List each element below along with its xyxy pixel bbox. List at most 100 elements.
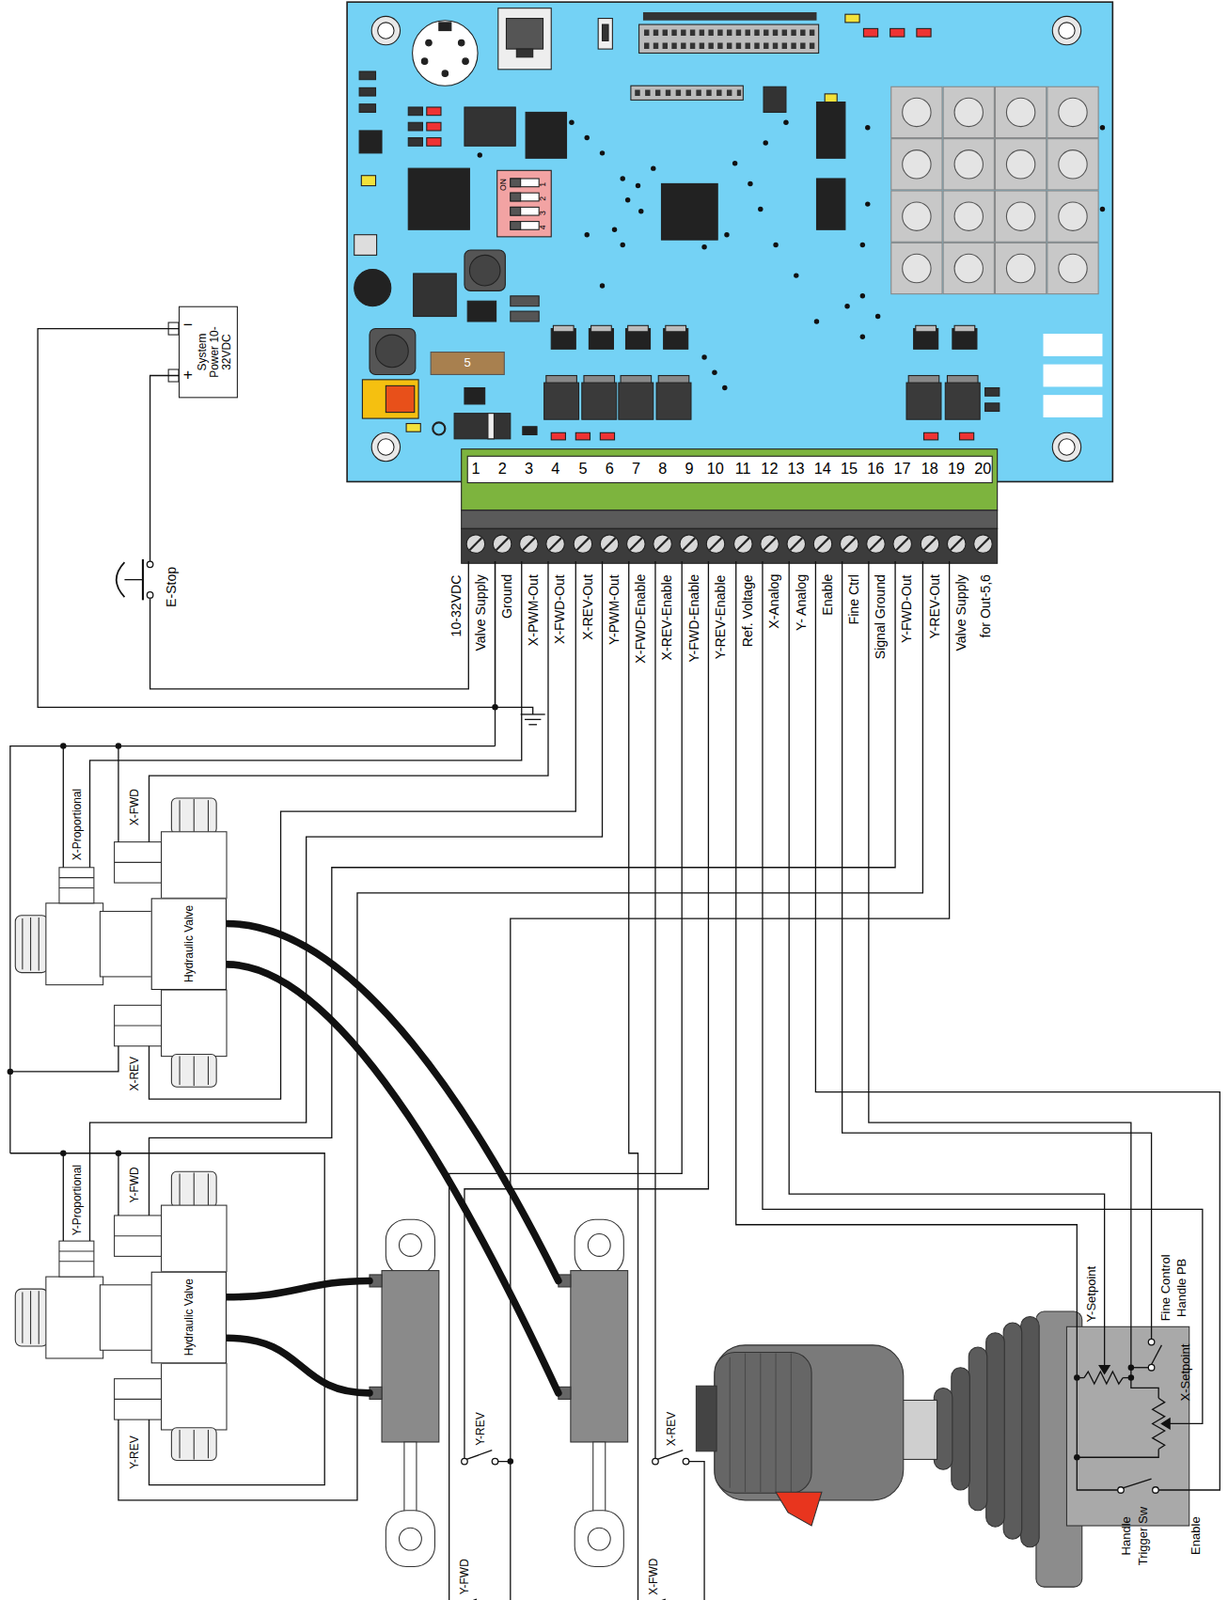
wires-part	[629, 561, 639, 1600]
circuit-board-part	[432, 422, 445, 435]
screw-slots-part	[682, 537, 695, 551]
terminal-screws-part	[573, 535, 593, 554]
joystick	[695, 1311, 1189, 1588]
terminal-screws-part	[734, 535, 754, 554]
circuit-board-part	[906, 382, 942, 420]
hydraulic-valve-body: Hydraulic Valve	[151, 1272, 227, 1365]
potentiometer-knobs-part	[1058, 97, 1087, 126]
circuit-board-part	[630, 85, 743, 100]
pin-label: X-FWD-Out	[552, 574, 568, 645]
switch-symbols-part	[1161, 1418, 1170, 1430]
hydraulic-hoses-part	[226, 964, 559, 1394]
terminal-strip-part	[467, 456, 992, 483]
screw-slots-part	[843, 537, 856, 551]
valve-assembly-part	[207, 1173, 209, 1206]
pin-label: Enable	[820, 574, 836, 616]
potentiometer-knobs-part	[954, 202, 983, 231]
board-vias-part	[599, 150, 605, 156]
valve-assembly-part	[59, 867, 95, 904]
terminal-number: 5	[579, 460, 588, 478]
potentiometer-grid-part	[1047, 86, 1099, 138]
potentiometer-knobs-part	[1006, 202, 1035, 231]
part-label: Handle PB	[1175, 1259, 1189, 1318]
wires-part	[449, 561, 683, 1600]
screw-slots-part	[976, 537, 990, 551]
circuit-board-part	[510, 192, 521, 202]
switch-symbols-part-part	[491, 1458, 499, 1465]
wires-part	[62, 746, 64, 868]
terminal-block: 1234567891011121314151617181920	[461, 449, 998, 562]
node-text: +	[183, 365, 193, 384]
joystick-part	[968, 1347, 988, 1512]
valve-assembly-part	[207, 1430, 209, 1459]
screw-slots-part	[549, 537, 562, 551]
board-vias-part	[1100, 125, 1105, 130]
circuit-board-part	[426, 138, 441, 147]
circuit-board-part	[488, 413, 495, 440]
hydraulic-cylinder-part	[398, 1234, 422, 1258]
circuit-board-part	[454, 413, 511, 440]
valve-assembly-part	[21, 918, 23, 970]
circuit-board-part	[359, 71, 376, 80]
hydraulic-hoses-part	[226, 1280, 370, 1297]
pin-label: Valve Supply	[954, 574, 970, 651]
board-vias-part	[860, 293, 866, 299]
terminal-number: 6	[605, 460, 614, 478]
joystick-part	[986, 1333, 1006, 1528]
potentiometer-knobs-part	[954, 97, 983, 126]
joystick-part	[790, 1353, 792, 1494]
junction-dots-part	[115, 742, 123, 750]
circuit-board-part	[763, 86, 787, 112]
wires-part	[842, 561, 1152, 1342]
circuit-board-part	[510, 221, 521, 231]
terminal-screws-part	[839, 535, 859, 554]
screw-slots-part	[896, 537, 909, 551]
junction-dots-part	[1128, 1374, 1135, 1382]
wires-part	[815, 561, 1220, 1491]
circuit-board-part	[510, 178, 521, 188]
node-text: Hydraulic Valve	[182, 1278, 195, 1356]
potentiometer-grid-part	[943, 86, 994, 138]
board-vias-part	[747, 181, 753, 187]
terminal-number: 3	[524, 460, 534, 478]
wires-part	[868, 561, 1159, 1399]
power-terminals	[168, 322, 179, 382]
screw-slots-part	[923, 537, 936, 551]
potentiometer-grid-part	[891, 139, 943, 190]
board-vias-part	[860, 334, 866, 340]
hydraulic-cylinder-part	[385, 1511, 435, 1568]
switch-symbols-part	[445, 1338, 1159, 1600]
circuit-board-part	[665, 325, 687, 332]
circuit-board-part	[406, 424, 421, 433]
wires	[10, 561, 1220, 1600]
switch-symbols-part	[451, 1599, 477, 1600]
circuit-board-part	[510, 296, 539, 307]
pin-label: Fine Ctrl	[847, 574, 863, 625]
potentiometer-knobs-part	[902, 150, 931, 179]
valve-assembly-part	[207, 1056, 209, 1086]
screw-slots-part	[469, 537, 482, 551]
part-label: X-Proportional	[70, 788, 83, 861]
board-vias-part	[650, 165, 656, 171]
wires-part	[10, 1046, 119, 1072]
terminal-screws-part	[946, 535, 966, 554]
circuit-board-part	[1043, 333, 1103, 357]
wires-part	[149, 561, 897, 1216]
circuit-board-part	[1052, 432, 1081, 461]
potentiometer-grid-part	[994, 190, 1046, 242]
valve-assembly-part	[179, 1173, 181, 1206]
board-vias-part	[477, 152, 483, 158]
screw-slots-part	[737, 537, 750, 551]
circuit-board-part	[462, 58, 470, 65]
part-label: Handle	[1119, 1516, 1134, 1556]
switch-symbols-part	[1099, 1366, 1110, 1375]
potentiometer-grid-part	[994, 242, 1046, 294]
wires-part	[90, 561, 522, 868]
circuit-board-part	[628, 325, 649, 332]
wires-part	[90, 561, 603, 1242]
power-supply-box: −+System Power 10-32VDC	[178, 306, 238, 399]
terminal-number: 18	[921, 460, 939, 478]
potentiometer-grid-part	[1047, 190, 1099, 242]
circuit-board-part	[359, 130, 382, 154]
valve-assembly	[15, 798, 227, 1087]
